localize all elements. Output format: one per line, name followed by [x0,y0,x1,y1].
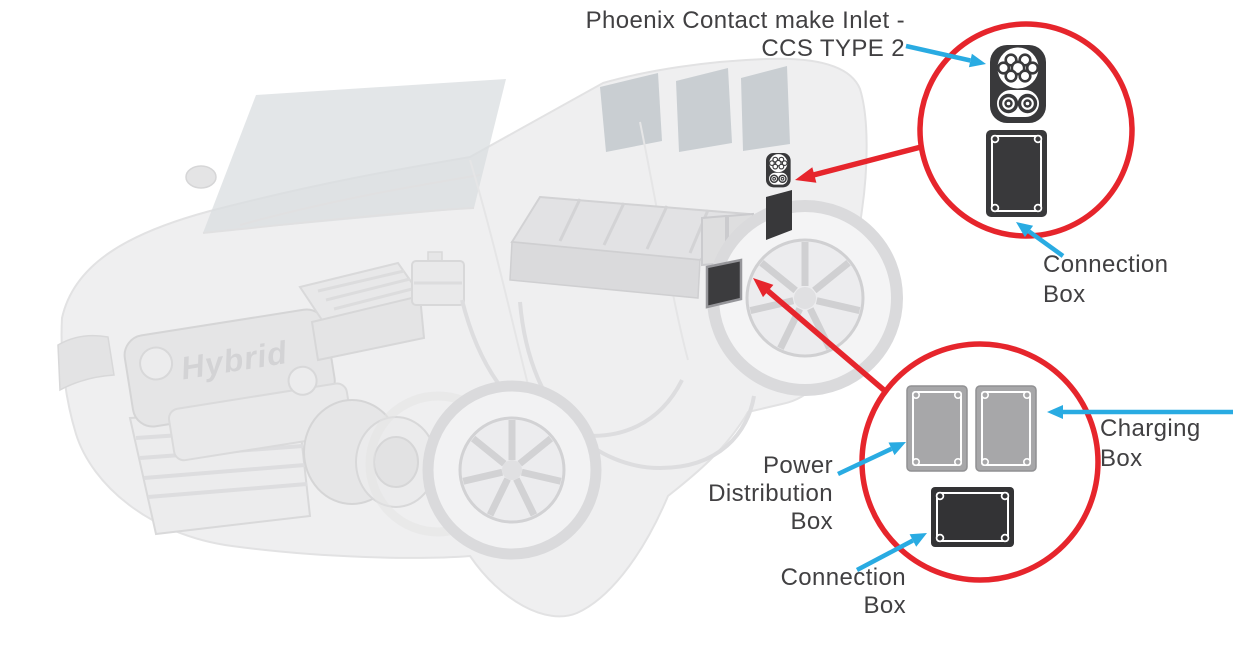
label-charging-box: Charging Box [1100,414,1201,474]
front-wheel [422,380,602,560]
label-connection-box-bottom: Connection Box [706,564,906,620]
aux-battery [411,251,465,306]
car-inlet-icon [765,152,792,189]
label-inlet-line2: CCS TYPE 2 [761,35,905,62]
label-connection-box-bottom-line1: Connection [780,564,906,591]
label-pdb-line3: Box [790,508,833,535]
cowl-line [202,207,475,234]
label-charging-box-line1: Charging [1100,415,1201,442]
label-connection-box-bottom-line2: Box [863,592,906,619]
connection-box-top-icon [986,130,1047,217]
cyan-arrow-inlet [905,43,986,68]
label-power-distribution-box: Power Distribution Box [633,452,833,536]
headlight [57,334,115,392]
side-mirror [185,165,217,189]
cyan-arrow-connection-box-bottom [855,533,927,572]
label-inlet-line1: Phoenix Contact make Inlet - [585,7,905,34]
connection-box-bottom-icon [931,487,1014,547]
label-connection-box-top-line2: Box [1043,281,1086,308]
car-connection-box-lower [705,258,743,309]
red-arrow-to-connection-box [753,278,887,394]
label-charging-box-line2: Box [1100,445,1143,472]
label-connection-box-top-line1: Connection [1043,251,1169,278]
cyan-arrow-connection-box-top [1016,222,1065,258]
label-inlet: Phoenix Contact make Inlet - CCS TYPE 2 [505,7,905,63]
side-window-rear [676,68,732,152]
side-window-front [600,73,662,152]
rear-quarter-window [741,66,790,151]
label-pdb-line2: Distribution [708,480,833,507]
label-connection-box-top: Connection Box [1043,250,1168,310]
engine-block: Hybrid [123,308,354,462]
car-connection-box-upper [766,190,792,240]
battery-pack [509,195,754,299]
windshield [203,79,506,233]
rear-wheel [707,200,903,396]
power-distribution-box-icon [906,385,968,472]
cyan-arrow-charging-box [1047,405,1233,419]
charging-box-icon [975,385,1037,472]
ccs-type2-inlet-icon [988,43,1048,125]
cyan-arrow-power-distribution-box [837,442,906,477]
red-arrow-to-inlet [795,144,922,183]
car-illustration: Hybrid [57,57,903,618]
label-pdb-line1: Power [762,452,833,479]
hood-crease [239,174,481,226]
